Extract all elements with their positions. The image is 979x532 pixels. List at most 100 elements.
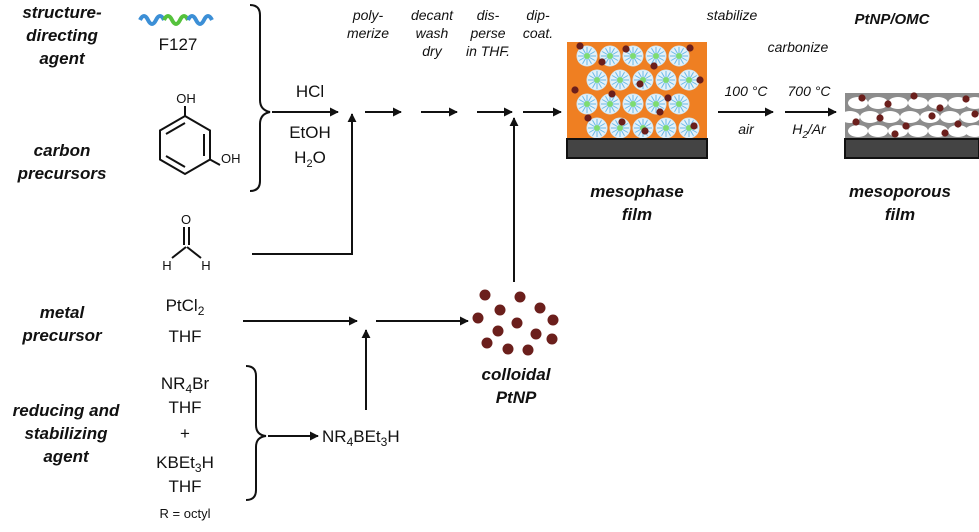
label-metal-1: metal (40, 303, 86, 322)
colloid-particle (530, 328, 542, 340)
micelle (668, 45, 690, 67)
step-decant-2: wash (416, 25, 449, 41)
pore (948, 125, 968, 137)
pt-nanoparticle (962, 95, 970, 103)
step-decant-1: decant (411, 7, 454, 23)
formaldehyde-h-left: H (162, 258, 171, 273)
brace-bottom (245, 365, 267, 501)
arrow-formaldehyde (252, 113, 357, 255)
pt-nanoparticle (936, 104, 944, 112)
pt-nanoparticle (910, 92, 918, 100)
step-disperse-2: perse (469, 25, 505, 41)
temp-100: 100 °C (725, 83, 769, 99)
step-decant-3: dry (422, 43, 442, 59)
mesophase-substrate (566, 138, 708, 159)
ptcl2-label: PtCl2 (166, 296, 205, 318)
pt-nanoparticle (941, 129, 949, 137)
r-octyl-note: R = octyl (160, 506, 211, 521)
colloid-particle (547, 314, 559, 326)
pore (868, 97, 888, 109)
pore (900, 111, 920, 123)
micelle (576, 45, 598, 67)
resorcinol-oh-right: OH (221, 151, 241, 166)
colloid-particle (546, 333, 558, 345)
pore (880, 111, 900, 123)
micelle (632, 117, 654, 139)
colloid-particle (481, 337, 493, 349)
mesophase-film (566, 42, 708, 159)
pt-nanoparticle (686, 44, 694, 52)
pt-nanoparticle (884, 100, 892, 108)
mesoporous-label-1: mesoporous (849, 182, 951, 201)
pt-nanoparticle (656, 108, 664, 116)
pore (940, 111, 960, 123)
pt-nanoparticle (598, 58, 606, 66)
mesoporous-substrate (844, 138, 979, 159)
micelle (586, 117, 608, 139)
label-reducing-3: agent (43, 447, 90, 466)
plus-sign: + (180, 424, 190, 443)
pore (868, 125, 888, 137)
pt-nanoparticle (891, 130, 899, 138)
pt-nanoparticle (902, 122, 910, 130)
resorcinol-oh-top: OH (176, 91, 196, 106)
pt-nanoparticle (571, 86, 579, 94)
pt-nanoparticle (641, 127, 649, 135)
pore (908, 97, 928, 109)
label-carbon-2: precursors (17, 164, 107, 183)
step-dipcoat-2: coat. (523, 25, 553, 41)
micelle (576, 93, 598, 115)
formaldehyde-h-right: H (201, 258, 210, 273)
kbet3h-label: KBEt3H (156, 453, 214, 475)
pore (908, 125, 928, 137)
nr4br-solvent: THF (168, 398, 201, 417)
mesoporous-film (840, 92, 979, 159)
label-structure-2: directing (26, 26, 98, 45)
mesophase-label-2: film (622, 205, 652, 224)
label-reducing-2: stabilizing (24, 424, 108, 443)
label-structure-3: agent (39, 49, 86, 68)
pt-nanoparticle (664, 94, 672, 102)
micelle (655, 117, 677, 139)
brace-top (249, 4, 271, 192)
pt-nanoparticle (584, 114, 592, 122)
pt-nanoparticle (858, 94, 866, 102)
colloid-particle (511, 317, 523, 329)
colloid-particle (514, 291, 526, 303)
mesophase-label-1: mesophase (590, 182, 684, 201)
step-disperse-3: in THF. (466, 43, 510, 59)
colloid-particle (479, 289, 491, 301)
temp-700: 700 °C (788, 83, 832, 99)
micelle (632, 69, 654, 91)
micelle (609, 69, 631, 91)
pt-nanoparticle (636, 80, 644, 88)
mesoporous-label-2: film (885, 205, 915, 224)
colloidal-label-2: PtNP (496, 388, 537, 407)
formaldehyde-o: O (181, 212, 191, 227)
pore (928, 97, 948, 109)
pt-nanoparticle (696, 76, 704, 84)
pore (848, 125, 868, 137)
atm-air: air (738, 121, 755, 137)
micelle (655, 69, 677, 91)
pt-nanoparticle (954, 120, 962, 128)
pore (965, 125, 979, 137)
colloidal-label-1: colloidal (482, 365, 552, 384)
pt-nanoparticle (622, 45, 630, 53)
h2o-label: H2O (294, 148, 326, 170)
resorcinol-structure (159, 106, 221, 176)
pore (860, 111, 880, 123)
hcl-label: HCl (296, 82, 324, 101)
pore (888, 97, 908, 109)
micelle (586, 69, 608, 91)
etoh-label: EtOH (289, 123, 331, 142)
colloidal-ptnp-particles (472, 289, 559, 356)
pt-nanoparticle (852, 118, 860, 126)
label-reducing-1: reducing and (13, 401, 120, 420)
step-stabilize: stabilize (707, 7, 758, 23)
nr4br-label: NR4Br (161, 374, 210, 396)
pt-nanoparticle (876, 114, 884, 122)
label-carbon-1: carbon (34, 141, 91, 160)
